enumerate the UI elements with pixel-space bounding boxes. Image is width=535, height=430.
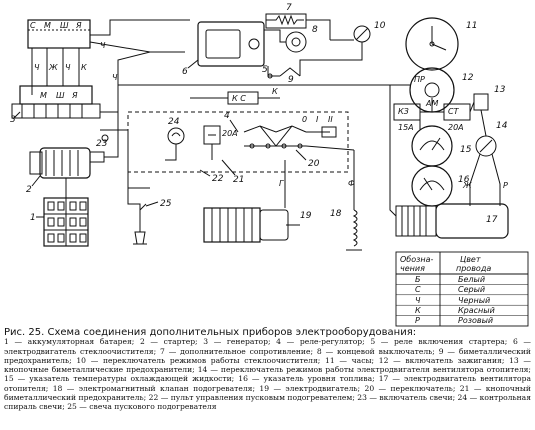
label-7: 7 xyxy=(286,3,292,13)
component-5-starter-relay: К С xyxy=(227,91,259,105)
figure-caption: Рис. 25. Схема соединения дополнительных… xyxy=(4,327,531,412)
legend-code-r: Р xyxy=(415,316,420,325)
label-20: 20 xyxy=(308,159,320,169)
wire-label-ch-2: Ч xyxy=(65,63,71,72)
terminal-ya-label: Я xyxy=(75,21,82,30)
legend-code-b: Б xyxy=(415,275,421,284)
component-20-switch xyxy=(243,125,337,149)
wire-label-zh-right: Ж xyxy=(462,181,472,190)
fuse-st-label: СТ xyxy=(448,107,460,116)
relay-kc-label: К С xyxy=(232,94,246,103)
label-25: 25 xyxy=(160,199,172,209)
component-9-bimetal-fuse xyxy=(267,66,301,79)
label-9: 9 xyxy=(288,75,294,85)
label-8: 8 xyxy=(312,25,318,35)
legend-code-ch: Ч xyxy=(415,296,421,305)
component-17-heater-fan-motor xyxy=(395,203,509,239)
label-5: 5 xyxy=(262,65,268,75)
component-11-clock xyxy=(405,17,459,71)
label-15: 15 xyxy=(460,145,472,155)
component-4-relay-regulator: С М Ш Я xyxy=(27,19,91,49)
gen-terminal-m: М xyxy=(40,91,47,100)
label-4: 4 xyxy=(224,111,230,121)
label-3: 3 xyxy=(10,115,16,125)
component-6-wiper-motor xyxy=(197,21,265,67)
wiring-diagram: С М Ш Я Ч Ж Ч К Ч М Ш Я 3 Ч 2 xyxy=(10,3,529,327)
label-22: 22 xyxy=(212,174,224,184)
wire-label-r: Р xyxy=(503,181,508,190)
component-7-extra-resistor xyxy=(265,13,307,29)
legend-color-grey: Серый xyxy=(458,285,485,294)
label-18: 18 xyxy=(330,209,342,219)
label-21: 21 xyxy=(233,175,244,185)
component-23-plug-switch xyxy=(100,129,150,189)
wire-label-ch-1: Ч xyxy=(34,63,40,72)
component-2-starter xyxy=(29,147,105,179)
wire-label-ch-top: Ч xyxy=(100,41,106,50)
switch-pos-2: II xyxy=(328,115,333,124)
wire-label-ch-left: Ч xyxy=(112,73,118,82)
legend-color-white: Белый xyxy=(458,275,485,284)
terminal-c-label: С xyxy=(30,21,36,30)
component-19-electric-motor xyxy=(203,207,300,243)
component-14-fan-mode-switch xyxy=(475,135,497,157)
label-2: 2 xyxy=(26,185,32,195)
wire-label-zh-1: Ж xyxy=(48,63,58,72)
component-16-fuel-gauge xyxy=(411,165,453,207)
ignition-pr-label: ПР xyxy=(414,75,425,84)
caption-title: Рис. 25. Схема соединения дополнительных… xyxy=(4,327,417,338)
wire-label-k-1: К xyxy=(81,63,87,72)
wire-label-f: Ф xyxy=(348,179,355,188)
wire-color-legend: Обозна- чения Цвет провода Б Белый С Сер… xyxy=(395,251,529,327)
label-6: 6 xyxy=(182,67,188,77)
legend-code-s: С xyxy=(415,285,421,294)
gen-terminal-ya: Я xyxy=(71,91,78,100)
label-17: 17 xyxy=(486,215,498,225)
switch-pos-0: 0 xyxy=(302,115,307,124)
switch-pos-1: I xyxy=(316,115,319,124)
wire-label-g: Г xyxy=(279,179,284,188)
fuse-20a-left-label: 20А xyxy=(222,129,238,138)
component-15-temp-gauge xyxy=(411,125,453,167)
label-13: 13 xyxy=(494,85,506,95)
legend-color-black: Черный xyxy=(458,296,490,305)
legend-code-k: К xyxy=(415,306,421,315)
label-19: 19 xyxy=(300,211,312,221)
label-1: 1 xyxy=(30,213,36,223)
fuse-20a-right-label: 20А xyxy=(448,123,464,132)
label-12: 12 xyxy=(462,73,474,83)
label-10: 10 xyxy=(374,21,386,31)
label-24: 24 xyxy=(168,117,180,127)
legend-color-red: Красный xyxy=(458,306,495,315)
gen-terminal-sh: Ш xyxy=(56,91,65,100)
legend-header-code-2: чения xyxy=(400,264,425,273)
fuse-kz-label: КЗ xyxy=(398,107,409,116)
component-25-glow-plug xyxy=(133,203,147,245)
terminal-m-label: М xyxy=(44,21,51,30)
component-24-control-spiral xyxy=(165,127,185,161)
component-18-solenoid-valve xyxy=(346,209,362,251)
legend-color-pink: Розовый xyxy=(458,316,493,325)
label-16: 16 xyxy=(458,175,470,185)
label-23: 23 xyxy=(96,139,108,149)
component-13-button-fuses: КЗ 15А СТ 20А xyxy=(393,93,489,132)
component-8-limit-switch xyxy=(285,31,307,53)
component-1-battery xyxy=(43,197,89,247)
wire-label-k-relay: К xyxy=(272,87,278,96)
terminal-sh-label: Ш xyxy=(60,21,69,30)
legend-header-code-1: Обозна- xyxy=(400,255,434,264)
legend-header-color-2: провода xyxy=(456,264,491,273)
label-14: 14 xyxy=(496,121,508,131)
component-10-wiper-mode-switch xyxy=(353,25,371,43)
label-11: 11 xyxy=(466,21,477,31)
legend-header-color-1: Цвет xyxy=(460,255,481,264)
component-21-button-fuse: 20А xyxy=(203,125,238,160)
caption-body: 1 — аккумуляторная батарея; 2 — стартер;… xyxy=(4,337,531,412)
component-3-generator: М Ш Я xyxy=(11,85,101,119)
fuse-15a-label: 15А xyxy=(398,123,414,132)
